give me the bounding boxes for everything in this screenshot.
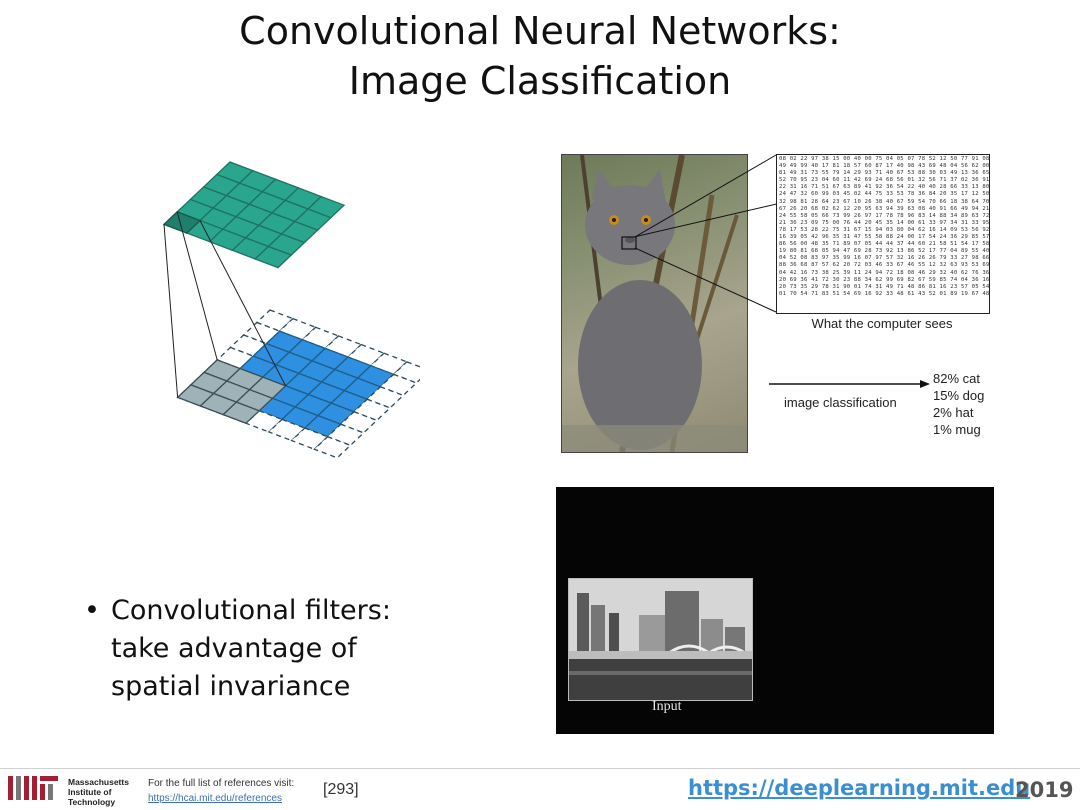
slide-title: Convolutional Neural Networks: Image Cla…: [0, 6, 1080, 106]
receptive-field-line: [176, 211, 218, 361]
cat-photo: [561, 154, 748, 453]
input-grid-cell: [267, 418, 307, 442]
year-label: 2019: [1015, 778, 1074, 802]
input-grid-cell: [290, 427, 329, 450]
image-classification-label: image classification: [784, 395, 897, 410]
bullet-line-1: Convolutional filters:: [111, 595, 391, 626]
classification-results: 82% cat 15% dog 2% hat 1% mug: [933, 370, 984, 438]
input-city-photo: [568, 578, 753, 701]
deeplearning-site-link[interactable]: https://deeplearning.mit.edu: [688, 776, 1031, 800]
footer-divider: [0, 768, 1080, 769]
convolution-diagram: [100, 160, 431, 535]
classification-arrow-head: [920, 380, 930, 388]
output-active-cell: [162, 211, 202, 234]
pixel-value-matrix: 08 02 22 97 38 15 00 40 00 75 04 05 07 7…: [776, 154, 990, 314]
mit-logo-mark: [8, 776, 58, 800]
result-item: 2% hat: [933, 405, 974, 420]
references-note: For the full list of references visit:: [148, 778, 295, 789]
mit-name-line-2: Institute of: [68, 787, 112, 797]
computer-sees-caption: What the computer sees: [811, 316, 953, 331]
mit-logo: [8, 776, 64, 809]
zoom-line-top: [634, 154, 777, 238]
bullet-line-3: spatial invariance: [111, 671, 351, 702]
video-frame: Input: [556, 487, 994, 734]
input-caption: Input: [652, 699, 682, 714]
mit-institution-name: Massachusetts Institute of Technology: [68, 777, 129, 807]
input-grid-cell: [313, 435, 352, 459]
bullet-line-2: take advantage of: [111, 633, 357, 664]
receptive-field-line: [199, 220, 287, 387]
cat-illustration: [562, 155, 747, 452]
zoom-line-bottom: [634, 247, 777, 313]
convolution-grids: [162, 161, 431, 459]
city-skyline: [569, 579, 752, 700]
result-item: 15% dog: [933, 388, 985, 403]
filter-window-cell: [221, 401, 261, 425]
result-item: 1% mug: [933, 422, 981, 437]
pixel-values: 08 02 22 97 38 15 00 40 00 75 04 05 07 7…: [779, 156, 990, 297]
reference-number: [293]: [323, 781, 359, 798]
receptive-field-line: [163, 224, 179, 398]
slide-title-line-2: Image Classification: [348, 59, 732, 103]
mit-name-line-1: Massachusetts: [68, 777, 129, 787]
slide-title-line-1: Convolutional Neural Networks:: [239, 9, 841, 53]
references-link[interactable]: https://hcai.mit.edu/references: [148, 793, 282, 804]
bullet-dot-icon: •: [84, 595, 100, 626]
result-item: 82% cat: [933, 371, 980, 386]
output-grid-cell: [253, 245, 293, 269]
mit-name-line-3: Technology: [68, 797, 116, 807]
bullet-text: Convolutional filters: take advantage of…: [111, 592, 441, 706]
